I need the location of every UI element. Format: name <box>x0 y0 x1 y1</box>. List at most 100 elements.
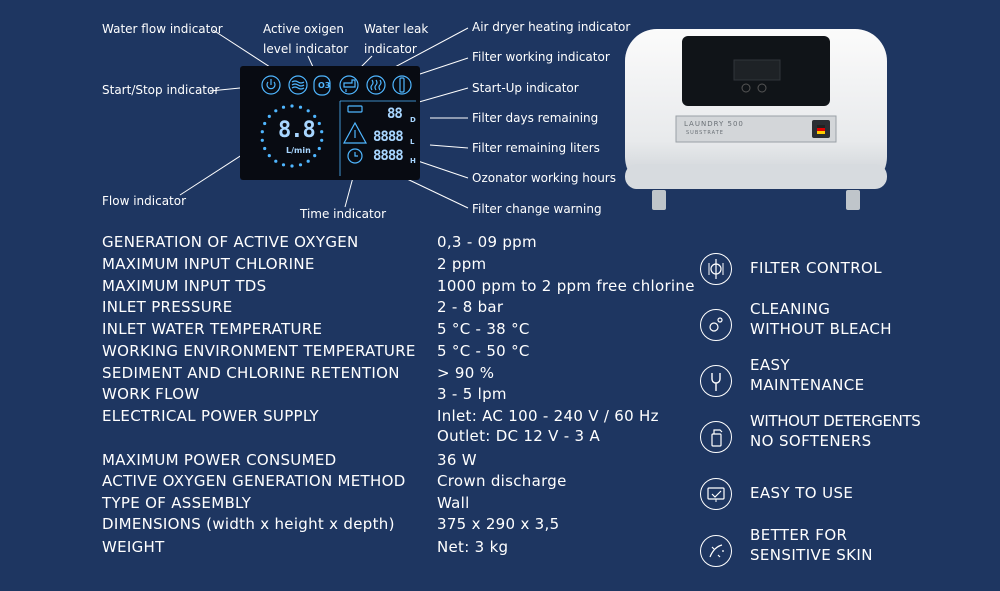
filter-change-warning-icon <box>342 121 368 144</box>
label-active-oxigen-line2: level indicator <box>263 42 349 56</box>
flow-ring <box>260 104 324 168</box>
flow-ring-dot <box>263 121 267 126</box>
spray-bottle-icon <box>700 421 732 453</box>
label-start-up-indicator: Start-Up indicator <box>472 81 579 95</box>
label-start-stop-indicator: Start/Stop indicator <box>102 83 220 97</box>
spec-value: 2 ppm <box>437 255 487 273</box>
flow-ring-dot <box>320 130 324 134</box>
spec-value: Inlet: AC 100 - 240 V / 60 Hz <box>437 407 659 425</box>
spec-value: 36 W <box>437 451 477 469</box>
label-time-indicator: Time indicator <box>300 207 387 221</box>
flow-ring-dot <box>267 114 271 118</box>
spec-label: WEIGHT <box>102 538 165 556</box>
power-icon <box>261 75 281 95</box>
spec-value: Wall <box>437 494 470 512</box>
filter-working-icon <box>392 75 412 95</box>
flow-ring-dot <box>274 109 278 113</box>
label-filter-days-remaining: Filter days remaining <box>472 111 599 125</box>
water-leak-icon <box>339 75 359 95</box>
flow-ring-dot <box>320 138 324 142</box>
label-flow-indicator: Flow indicator <box>102 194 187 208</box>
touch-screen-icon <box>700 478 732 510</box>
spec-label: INLET WATER TEMPERATURE <box>102 320 323 338</box>
lcd-hours-value: 8888 <box>373 148 404 164</box>
water-flow-icon <box>288 75 308 95</box>
lcd-o3-symbol: O3 <box>318 81 331 90</box>
feature-title-line1: CLEANING <box>750 300 831 318</box>
lcd-liters-value: 8888 <box>373 129 404 145</box>
feature-title-line2: MAINTENANCE <box>750 376 865 394</box>
flow-ring-dot <box>290 104 294 108</box>
feature-title-line2: SENSITIVE SKIN <box>750 546 873 564</box>
lcd-days-unit: D <box>410 116 416 124</box>
water-filter-unit-image <box>625 29 887 210</box>
feature-title-line2: WITHOUT BLEACH <box>750 320 892 338</box>
label-water-flow-indicator: Water flow indicator <box>102 22 223 36</box>
feature-title-line1: EASY <box>750 356 791 374</box>
wrench-icon <box>700 365 732 397</box>
spec-value: 3 - 5 lpm <box>437 385 507 403</box>
spec-label: DIMENSIONS (width x height x depth) <box>102 515 395 533</box>
air-dryer-heating-icon <box>366 75 386 95</box>
flow-ring-dot <box>290 164 294 168</box>
label-filter-remaining-liters: Filter remaining liters <box>472 141 600 155</box>
spec-label: WORK FLOW <box>102 385 200 403</box>
flow-ring-dot <box>306 159 310 163</box>
flow-ring-dot <box>313 114 317 118</box>
spec-value: Net: 3 kg <box>437 538 509 556</box>
feature-title-line1: EASY TO USE <box>750 484 854 502</box>
flow-ring-dot <box>260 130 264 134</box>
flow-ring-dot <box>306 109 310 113</box>
flow-ring-dot <box>260 138 264 142</box>
spec-value: 375 x 290 x 3,5 <box>437 515 560 533</box>
label-filter-working-indicator: Filter working indicator <box>472 50 610 64</box>
label-active-oxigen-line1: Active oxigen <box>263 22 344 36</box>
ozone-icon <box>313 75 331 96</box>
spec-value: Crown discharge <box>437 472 567 490</box>
spec-value: Outlet: DC 12 V - 3 A <box>437 427 601 445</box>
spec-label: ACTIVE OXYGEN GENERATION METHOD <box>102 472 406 490</box>
lcd-graphics <box>260 75 416 176</box>
flow-ring-dot <box>274 159 278 163</box>
lcd-days-value: 88 <box>387 106 403 122</box>
feature-title-line2: NO SOFTENERS <box>750 432 872 450</box>
flow-ring-dot <box>281 105 286 109</box>
flow-ring-dot <box>317 121 321 126</box>
skin-care-icon <box>700 535 732 567</box>
lcd-flow-value: 8.8 <box>278 118 316 143</box>
label-filter-change-warning: Filter change warning <box>472 202 602 216</box>
device-brand-label: LAUNDRY 500 <box>684 120 744 128</box>
flow-ring-dot <box>281 163 286 167</box>
spec-value: > 90 % <box>437 364 495 382</box>
feature-title-line1: WITHOUT DETERGENTS <box>750 412 921 430</box>
label-ozonator-working-hours: Ozonator working hours <box>472 171 616 185</box>
flow-ring-dot <box>298 163 303 167</box>
device-sub-label: SUBSTRATE <box>686 130 724 136</box>
flow-ring-dot <box>267 154 271 158</box>
spec-value: 5 °C - 50 °C <box>437 342 530 360</box>
flow-ring-dot <box>317 146 321 151</box>
feature-title-line1: BETTER FOR <box>750 526 848 544</box>
spec-label: GENERATION OF ACTIVE OXYGEN <box>102 233 359 251</box>
spec-label: MAXIMUM INPUT TDS <box>102 277 267 295</box>
label-air-dryer-heating-indicator: Air dryer heating indicator <box>472 20 631 34</box>
spec-value: 2 - 8 bar <box>437 298 504 316</box>
spec-value: 1000 ppm to 2 ppm free chlorine <box>437 277 695 295</box>
flow-ring-dot <box>313 154 317 158</box>
lcd-liters-unit: L <box>410 138 415 146</box>
spec-label: WORKING ENVIRONMENT TEMPERATURE <box>102 342 416 360</box>
start-up-icon <box>347 105 363 113</box>
power-icon-arc <box>266 81 276 90</box>
spec-label: ELECTRICAL POWER SUPPLY <box>102 407 320 425</box>
lcd-flow-unit: L/min <box>286 146 311 155</box>
flow-ring-dot <box>298 105 303 109</box>
spec-label: SEDIMENT AND CHLORINE RETENTION <box>102 364 400 382</box>
spec-label: TYPE OF ASSEMBLY <box>102 494 252 512</box>
spec-label: MAXIMUM INPUT CHLORINE <box>102 255 315 273</box>
label-water-leak-line2: indicator <box>364 42 417 56</box>
spec-label: MAXIMUM POWER CONSUMED <box>102 451 337 469</box>
device-illustration: LAUNDRY 500 SUBSTRATE <box>622 24 890 214</box>
spec-label: INLET PRESSURE <box>102 298 233 316</box>
spec-value: 0,3 - 09 ppm <box>437 233 537 251</box>
feature-title-line1: FILTER CONTROL <box>750 259 883 277</box>
